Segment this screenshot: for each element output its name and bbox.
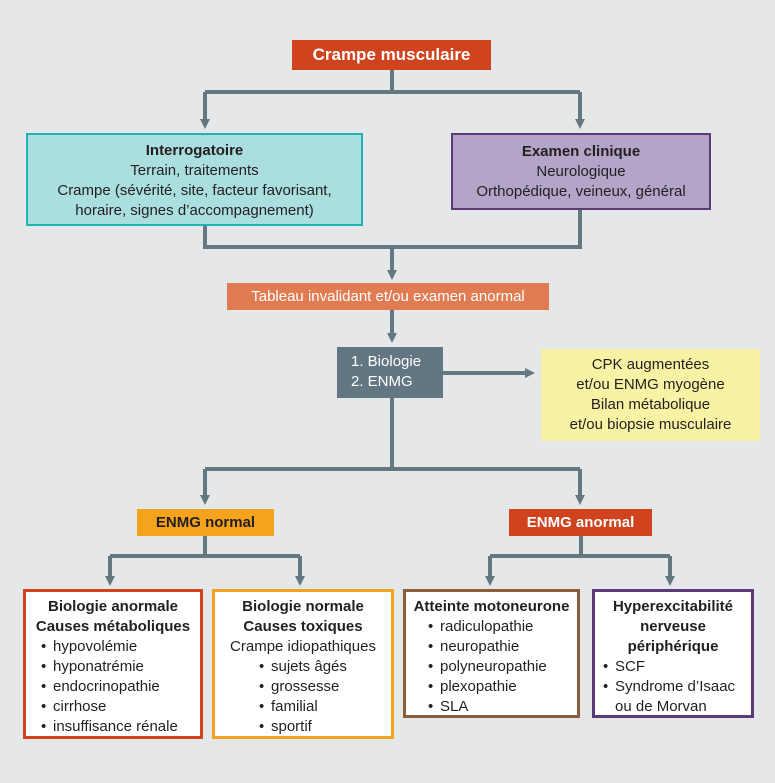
interrogatoire-line: Crampe (sévérité, site, facteur favorisa… xyxy=(57,182,332,199)
title-text: Crampe musculaire xyxy=(312,45,471,64)
enmg-anormal-text: ENMG anormal xyxy=(526,514,635,531)
biologie-line: 2. ENMG xyxy=(351,373,413,390)
biologie-box: 1. Biologie 2. ENMG xyxy=(337,347,443,398)
list-item: •SLA xyxy=(428,698,469,715)
title-box: Crampe musculaire xyxy=(292,40,491,70)
cpk-box: CPK augmentées et/ou ENMG myogène Bilan … xyxy=(541,349,760,441)
biologie-line: 1. Biologie xyxy=(351,353,422,370)
tableau-box: Tableau invalidant et/ou examen anormal xyxy=(227,283,549,310)
connector-anormal-split xyxy=(490,535,670,558)
connector-title-split xyxy=(205,70,580,94)
connector-biologie-split xyxy=(205,398,580,471)
hyperexcit-title: Hyperexcitabilité xyxy=(612,598,734,615)
enmg-normal-box: ENMG normal xyxy=(137,509,274,536)
enmg-normal-text: ENMG normal xyxy=(155,514,256,531)
examen-box: Examen clinique Neurologique Orthopédiqu… xyxy=(451,133,711,210)
motoneurone-title: Atteinte motoneurone xyxy=(413,598,570,615)
examen-line: Orthopédique, veineux, général xyxy=(476,183,686,200)
list-item: •familial xyxy=(259,698,318,715)
list-item: •hyponatrémie xyxy=(41,658,144,675)
hyperexcit-title: périphérique xyxy=(627,638,719,655)
tableau-text: Tableau invalidant et/ou examen anormal xyxy=(251,288,525,305)
list-item: •hypovolémie xyxy=(41,638,138,655)
list-item: •cirrhose xyxy=(41,698,107,715)
enmg-anormal-box: ENMG anormal xyxy=(509,509,652,536)
interrogatoire-title: Interrogatoire xyxy=(145,142,244,159)
list-item: •insuffisance rénale xyxy=(41,718,178,735)
examen-title: Examen clinique xyxy=(521,143,641,160)
list-item: •polyneuropathie xyxy=(428,658,547,675)
interrogatoire-line: Terrain, traitements xyxy=(130,162,259,179)
bio-anormale-box: Biologie anormale Causes métaboliques •h… xyxy=(23,589,203,739)
list-item: •grossesse xyxy=(259,678,340,695)
list-item: •sportif xyxy=(259,718,312,735)
list-item: •radiculopathie xyxy=(428,618,534,635)
bio-normale-box: Biologie normale Causes toxiques Crampe … xyxy=(212,589,394,739)
hyperexcit-title: nerveuse xyxy=(640,618,706,635)
list-item: •endocrinopathie xyxy=(41,678,160,695)
cpk-line: et/ou ENMG myogène xyxy=(576,376,725,393)
interrogatoire-box: Interrogatoire Terrain, traitements Cram… xyxy=(26,133,363,226)
list-item: •sujets âgés xyxy=(259,658,347,675)
interrogatoire-line: horaire, signes d’accompagnement) xyxy=(75,202,314,219)
list-item: •Syndrome d’Isaac xyxy=(603,678,736,695)
cpk-line: CPK augmentées xyxy=(591,356,710,373)
bio-anormale-title: Biologie anormale xyxy=(47,598,179,615)
cpk-line: et/ou biopsie musculaire xyxy=(569,416,732,433)
list-item-continuation: ou de Morvan xyxy=(615,698,707,715)
list-item: •SCF xyxy=(603,658,645,675)
examen-line: Neurologique xyxy=(536,163,626,180)
bio-anormale-subtitle: Causes métaboliques xyxy=(35,618,191,635)
bio-normale-line: Crampe idiopathiques xyxy=(230,638,376,655)
hyperexcit-box: Hyperexcitabilité nerveuse périphérique … xyxy=(592,589,754,718)
bio-normale-subtitle: Causes toxiques xyxy=(243,618,363,635)
list-item: •neuropathie xyxy=(428,638,520,655)
motoneurone-box: Atteinte motoneurone •radiculopathie •ne… xyxy=(403,589,580,718)
cpk-line: Bilan métabolique xyxy=(590,396,711,413)
list-item: •plexopathie xyxy=(428,678,517,695)
connector-normal-split xyxy=(110,535,300,558)
bio-normale-title: Biologie normale xyxy=(242,598,364,615)
